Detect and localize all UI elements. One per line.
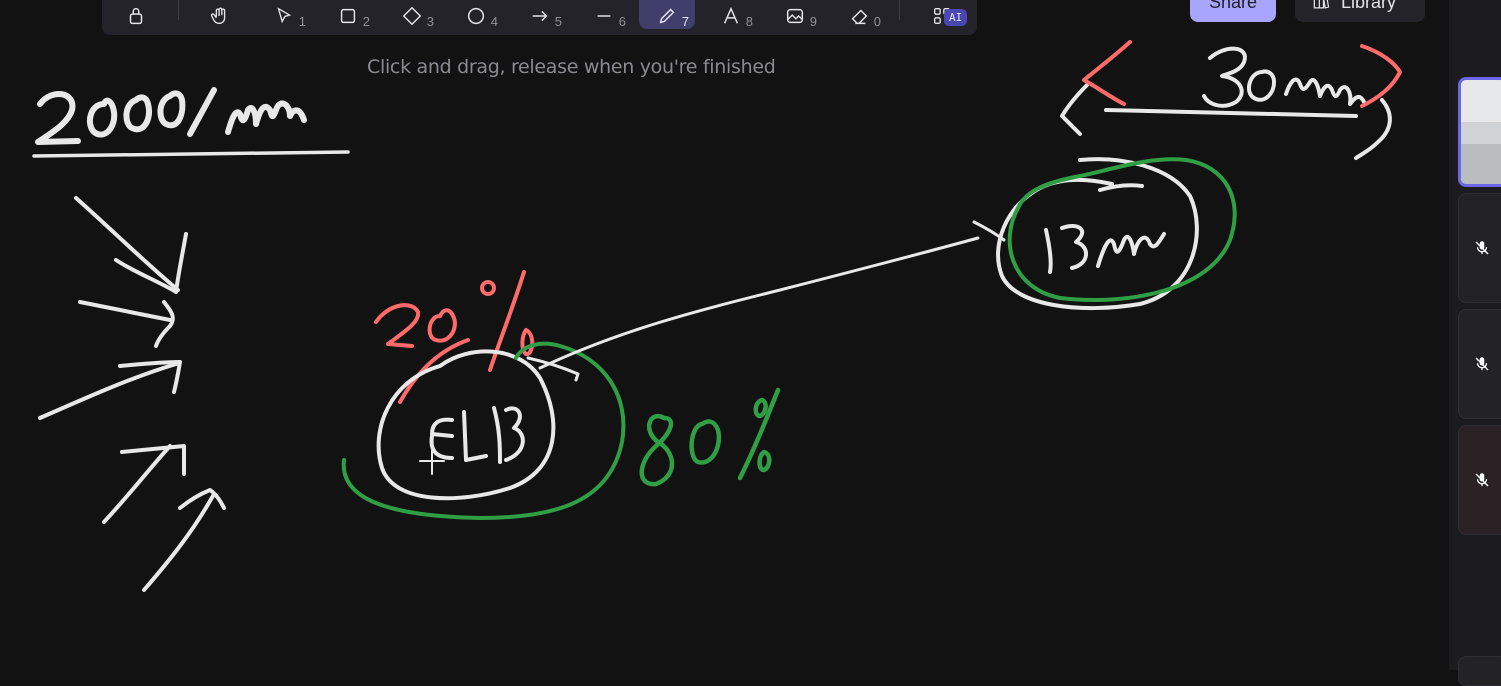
hand-tool[interactable] xyxy=(192,0,248,29)
ellipse-tool[interactable]: 4 xyxy=(448,0,504,29)
selection-icon xyxy=(277,6,292,23)
eraser-icon xyxy=(851,8,868,24)
tool-key: 9 xyxy=(809,14,817,29)
eraser-tool[interactable]: 0 xyxy=(831,0,887,29)
selection-tool[interactable]: 1 xyxy=(256,0,312,29)
image-tool[interactable]: 9 xyxy=(767,0,823,29)
tool-key: 8 xyxy=(745,14,753,29)
library-icon xyxy=(1313,0,1330,9)
video-tile-5[interactable] xyxy=(1458,656,1501,686)
tool-key: 3 xyxy=(426,14,434,29)
sketch-20-percent xyxy=(374,270,535,404)
diamond-tool[interactable]: 3 xyxy=(384,0,440,29)
tool-key: 2 xyxy=(362,14,370,29)
ellipse-icon xyxy=(467,7,485,24)
sketch-target-node xyxy=(996,157,1199,311)
lock-icon xyxy=(129,7,143,24)
rectangle-tool[interactable]: 2 xyxy=(320,0,376,29)
sketch-80-percent xyxy=(639,387,781,487)
diamond-icon xyxy=(402,6,422,25)
pencil-tool[interactable]: 7 xyxy=(639,0,695,29)
video-tile-1[interactable] xyxy=(1458,77,1501,187)
line-icon xyxy=(597,14,611,17)
video-floor xyxy=(1461,144,1501,184)
lock-tool[interactable] xyxy=(108,0,164,29)
ai-badge: AI xyxy=(944,9,968,26)
arrow-icon xyxy=(532,10,548,21)
tool-key: 4 xyxy=(490,14,498,29)
toolbar: 1 2 3 4 5 6 7 8 9 0 AI xyxy=(102,0,977,35)
hand-icon xyxy=(210,7,226,24)
rectangle-icon xyxy=(340,8,356,23)
connection-arrow xyxy=(526,220,1006,382)
tool-key: 5 xyxy=(554,14,562,29)
video-tile-4[interactable] xyxy=(1458,425,1501,535)
tool-key: 6 xyxy=(618,14,626,29)
sketch-30-min xyxy=(1060,46,1392,160)
incoming-arrows xyxy=(38,196,226,592)
video-highlight xyxy=(1461,80,1501,122)
drawing-canvas[interactable] xyxy=(0,0,1449,670)
tool-key: 1 xyxy=(298,14,306,29)
green-circle-target xyxy=(1007,157,1237,302)
mic-muted-icon xyxy=(1475,241,1489,255)
video-tile-3[interactable] xyxy=(1458,309,1501,419)
mic-muted-icon xyxy=(1475,473,1489,487)
share-button[interactable]: Share xyxy=(1190,0,1276,22)
tool-key: 7 xyxy=(681,14,689,29)
toolbar-divider xyxy=(178,0,179,20)
mic-muted-icon xyxy=(1475,357,1489,371)
library-button[interactable]: Library xyxy=(1295,0,1425,22)
tool-hint: Click and drag, release when you're fini… xyxy=(367,56,776,78)
text-tool[interactable]: 8 xyxy=(703,0,759,29)
cursor-crosshair xyxy=(419,447,445,475)
library-label: Library xyxy=(1341,0,1397,12)
green-circle-elb xyxy=(341,341,626,520)
pencil-icon xyxy=(659,8,675,23)
toolbar-divider xyxy=(899,0,900,20)
underline xyxy=(32,150,350,158)
image-icon xyxy=(786,8,804,23)
arrow-tool[interactable]: 5 xyxy=(512,0,568,29)
video-tile-2[interactable] xyxy=(1458,193,1501,303)
text-icon xyxy=(723,6,739,24)
sketch-2000-per-min xyxy=(35,87,307,145)
line-tool[interactable]: 6 xyxy=(576,0,632,29)
sketch-elb-node xyxy=(376,349,556,501)
tool-key: 0 xyxy=(873,14,881,29)
red-bracket-marks xyxy=(1082,40,1402,108)
